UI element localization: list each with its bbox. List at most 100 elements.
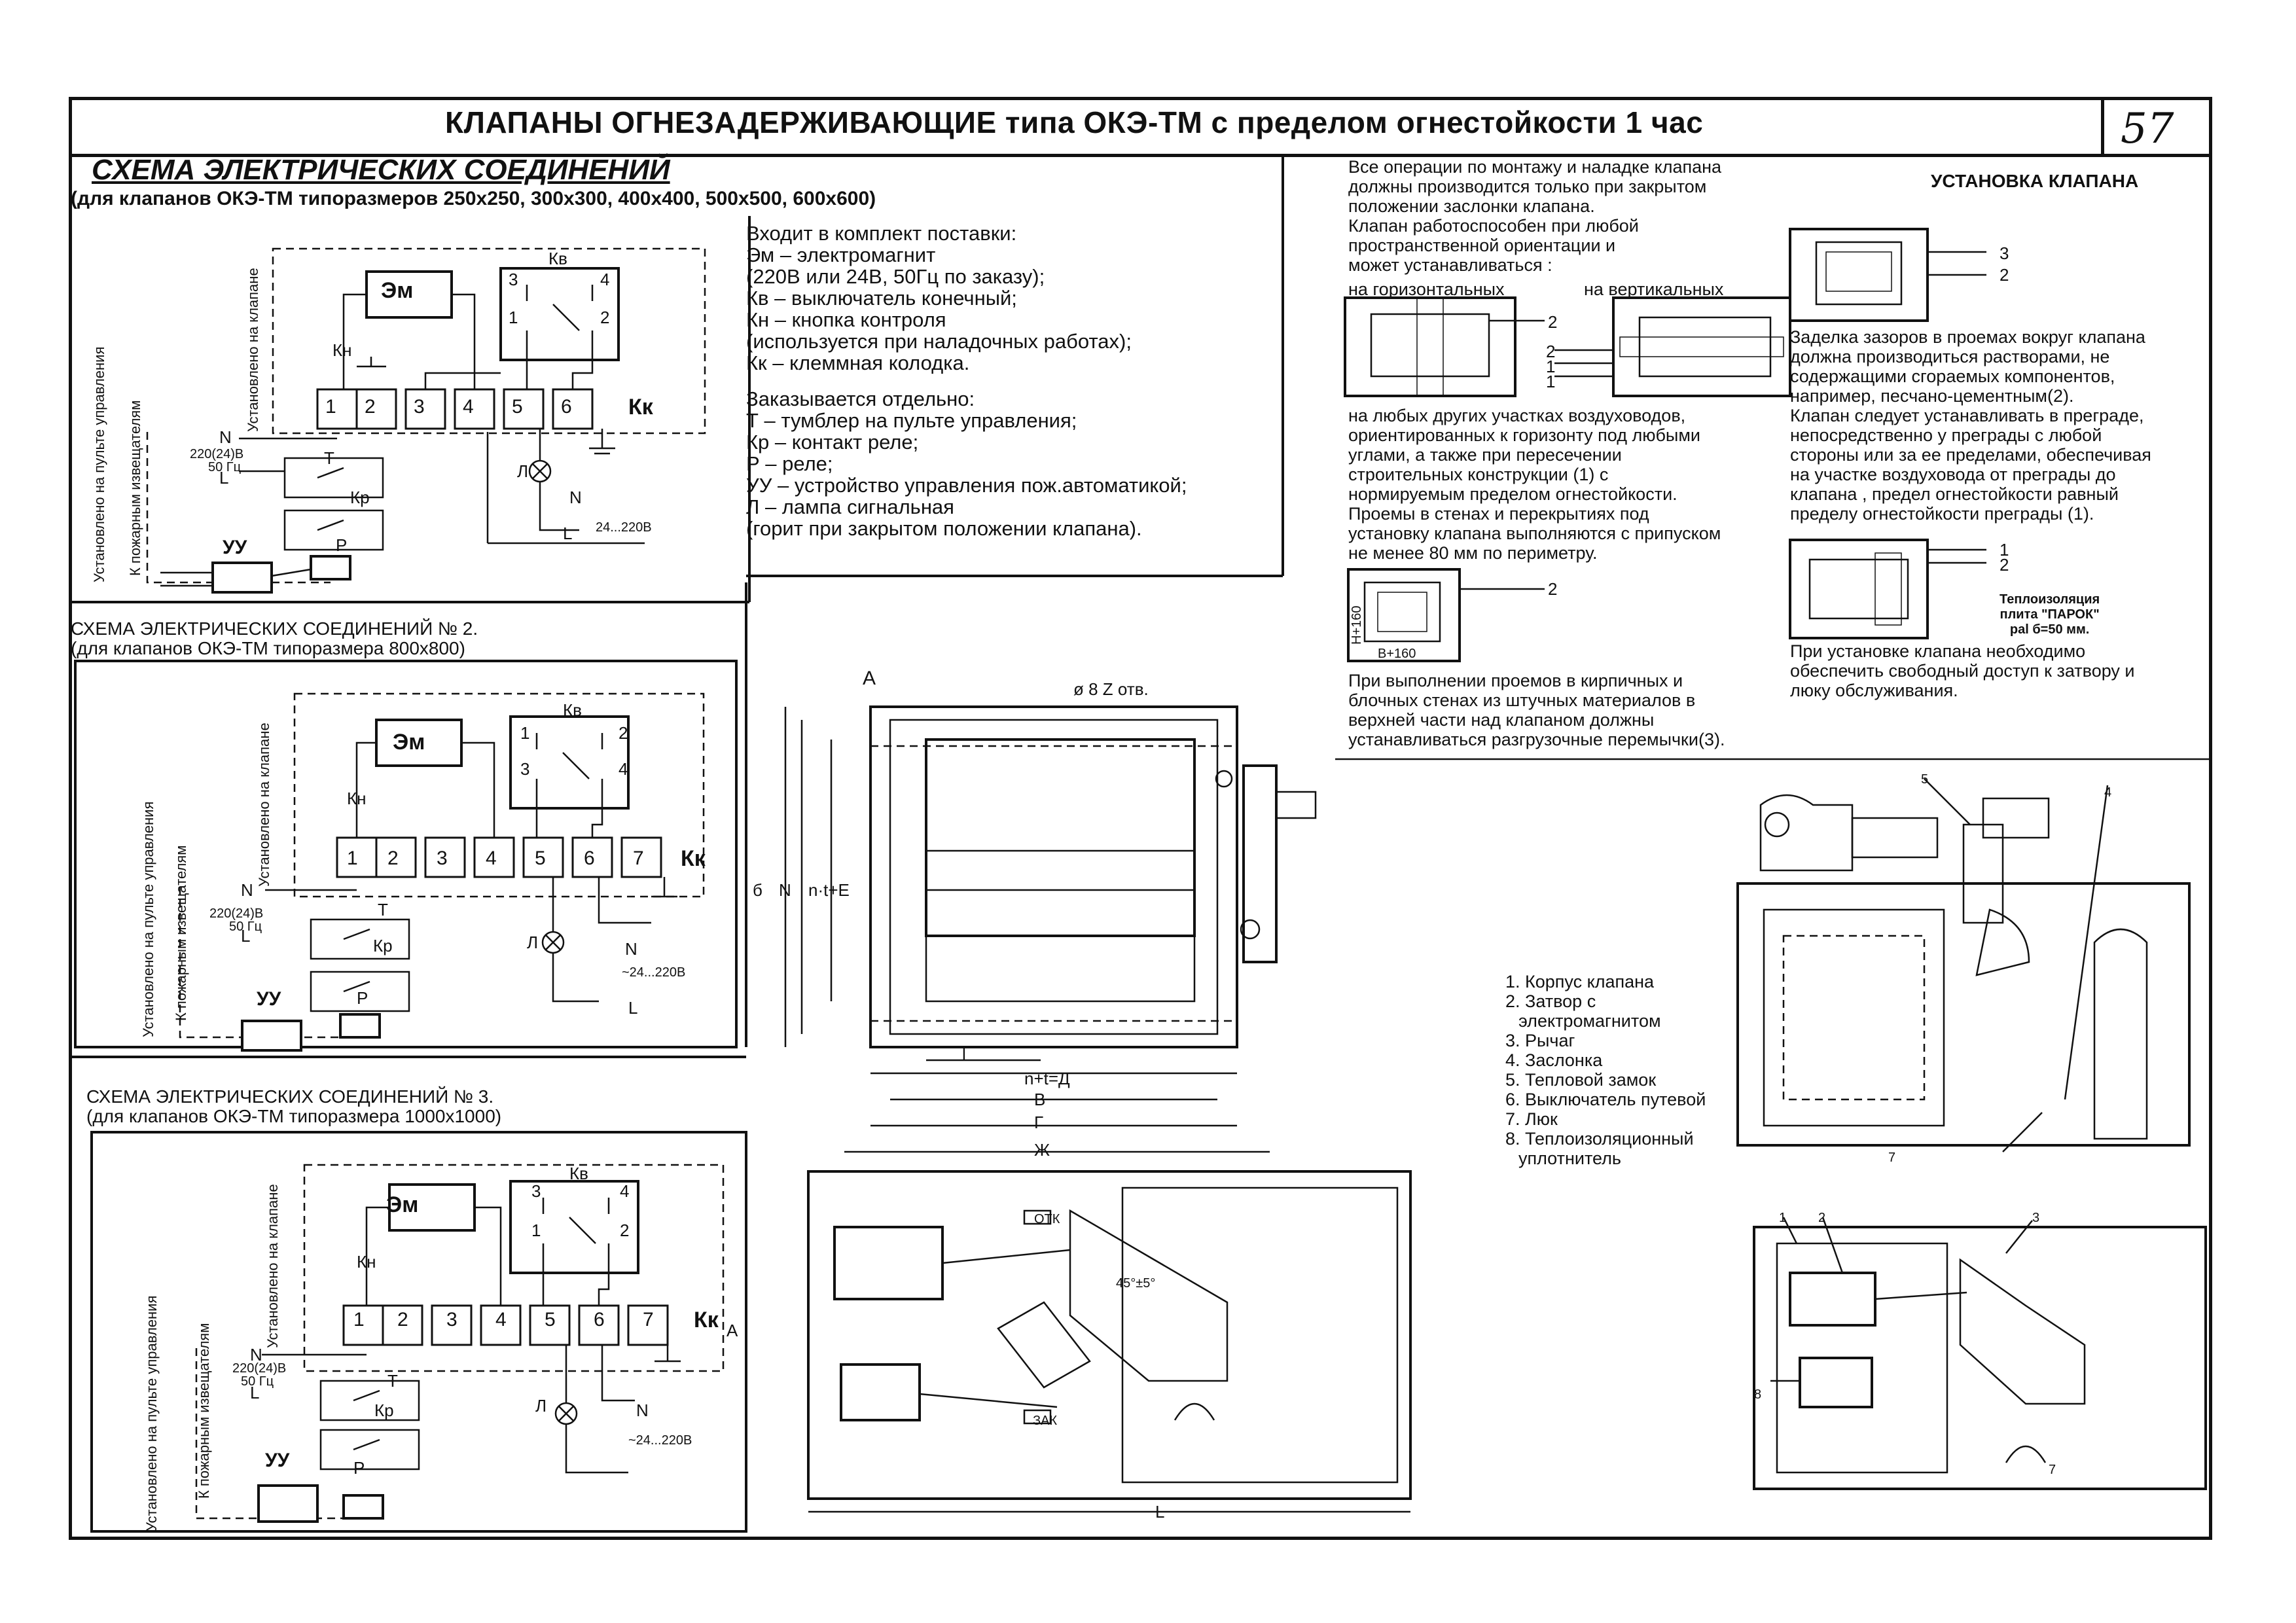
scheme2-kr-label: Кр xyxy=(373,936,393,955)
scheme2-kk-label: Кк xyxy=(681,846,706,871)
scheme3-supply: 220(24)В xyxy=(232,1361,287,1376)
scheme1-term-6: 6 xyxy=(561,396,572,418)
view-a-zak: ЗАК xyxy=(1033,1414,1058,1428)
scheme2-supply: 220(24)В xyxy=(209,906,264,921)
scheme1-title: СХЕМА ЭЛЕКТРИЧЕСКИХ СОЕДИНЕНИЙ xyxy=(92,154,670,186)
scheme1-freq: 50 Гц xyxy=(208,460,242,474)
legend-line: Кв – выключатель конечный; xyxy=(746,287,1017,310)
dim-v: В xyxy=(1034,1090,1046,1109)
scheme1-t-switch xyxy=(283,457,384,499)
scheme1-em-box xyxy=(365,270,453,319)
scheme1-lamp-l: L xyxy=(563,524,573,543)
scheme3-kv-c3: 3 xyxy=(531,1181,541,1201)
scheme1-diagram xyxy=(69,216,751,603)
install-line: ориентированных к горизонту под любыми xyxy=(1348,425,1700,445)
scheme2-term-6: 6 xyxy=(584,847,595,869)
scheme1-kv-box xyxy=(499,267,620,361)
install2-callout-2: 2 xyxy=(2000,555,2009,575)
scheme2-kv-label: Кв xyxy=(563,700,582,720)
scheme2-r-label: Р xyxy=(357,988,368,1008)
scheme2-diagram xyxy=(74,660,738,1052)
install-orientation-sketches xyxy=(1344,296,1791,397)
insulation-note: Теплоизоляция плита "ПАРОК" раl б=50 мм. xyxy=(2000,592,2100,637)
scheme2-kv-c4: 4 xyxy=(619,759,628,779)
page-title: КЛАПАНЫ ОГНЕЗАДЕРЖИВАЮЩИЕ типа ОКЭ-ТМ с … xyxy=(445,105,1704,139)
scheme3-view-a: А xyxy=(726,1321,738,1340)
install-line: Все операции по монтажу и наладке клапан… xyxy=(1348,157,1722,177)
install1-callout-2: 2 xyxy=(2000,265,2009,285)
scheme2-freq: 50 Гц xyxy=(229,919,262,934)
scheme3-l: L xyxy=(250,1383,260,1402)
scheme1-kv-c2: 2 xyxy=(600,308,610,327)
opening-dim-b160: В+160 xyxy=(1378,647,1416,661)
sheet-frame xyxy=(69,97,2212,1540)
scheme1-lamp-n: N xyxy=(569,488,582,507)
scheme3-term-3: 3 xyxy=(446,1309,457,1330)
legend-line: (горит при закрытом положении клапана). xyxy=(746,517,1142,540)
scheme2-lamp-supply: ~24...220В xyxy=(622,965,686,980)
side-callout-4: 4 xyxy=(2104,785,2112,800)
scheme3-vlabel-valve: Установлено на клапане xyxy=(264,1184,281,1348)
side-callout-7: 7 xyxy=(1888,1150,1896,1165)
legend-line: Л – лампа сигнальная xyxy=(746,495,954,518)
scheme2-terminal-block xyxy=(336,836,662,878)
scheme3-vlabel-detectors: К пожарным извещателям xyxy=(196,1323,212,1499)
scheme2-term-5: 5 xyxy=(535,847,546,869)
dim-zh: Ж xyxy=(1034,1140,1050,1160)
install-line: Проемы в стенах и перекрытиях под xyxy=(1348,504,1649,524)
scheme3-kv-c4: 4 xyxy=(620,1181,630,1201)
scheme2-em-label: Эм xyxy=(393,730,425,755)
scheme3-term-5: 5 xyxy=(545,1309,556,1330)
scheme1-n: N xyxy=(219,427,232,447)
front-view-holes: ø 8 Z отв. xyxy=(1073,679,1149,699)
install-line: Клапан работоспособен при любой xyxy=(1348,216,1639,236)
parts-item: уплотнитель xyxy=(1518,1149,1621,1168)
install-para3: При выполнении проемов в кирпичных и бло… xyxy=(1348,671,1767,749)
view-a-dim-l: L xyxy=(1155,1502,1165,1522)
scheme3-term-2: 2 xyxy=(397,1309,408,1330)
dim-b: б xyxy=(753,880,762,900)
scheme3-kv-c1: 1 xyxy=(531,1221,541,1240)
install-line: установку клапана выполняются с припуско… xyxy=(1348,524,1721,543)
scheme2-lamp-l: L xyxy=(628,998,638,1018)
scheme1-kv-c4: 4 xyxy=(600,270,610,289)
valve-install-line: стороны или за ее пределами, обеспечивая xyxy=(1790,445,2151,465)
dim-g: Г xyxy=(1034,1113,1044,1132)
insulation-line: раl б=50 мм. xyxy=(2009,622,2090,637)
install-line: не менее 80 мм по периметру. xyxy=(1348,543,1598,563)
sketch-v-callout-1b: 1 xyxy=(1546,372,1556,391)
opening-dim-n160: Н+160 xyxy=(1350,605,1364,645)
valve-install-line: люку обслуживания. xyxy=(1790,681,1958,700)
plan-callout-3: 3 xyxy=(2032,1211,2040,1225)
valve-install-line: Заделка зазоров в проемах вокруг клапана xyxy=(1790,327,2145,347)
install-line: верхней части над клапаном должны xyxy=(1348,710,1655,730)
legend-line: Заказывается отдельно: xyxy=(746,387,975,410)
scheme3-em-label: Эм xyxy=(386,1192,419,1217)
scheme2-lamp-label: Л xyxy=(527,933,539,952)
legend-line: Входит в комплект поставки: xyxy=(746,222,1017,245)
scheme3-title: СХЕМА ЭЛЕКТРИЧЕСКИХ СОЕДИНЕНИЙ № 3. xyxy=(86,1086,494,1107)
parts-item: 8. Теплоизоляционный xyxy=(1505,1129,1694,1149)
legend-line: Кр – контакт реле; xyxy=(746,431,919,454)
parts-item: 7. Люк xyxy=(1505,1109,1558,1129)
front-view-a-label: А xyxy=(863,668,876,689)
scheme1-term-5: 5 xyxy=(512,396,523,418)
scheme3-kk-label: Кк xyxy=(694,1308,719,1332)
scheme1-uu-label: УУ xyxy=(223,537,247,558)
scheme1-r-label: Р xyxy=(336,535,348,555)
scheme3-uu-label: УУ xyxy=(265,1450,290,1471)
sketch-v-callout-2: 2 xyxy=(1546,342,1556,361)
legend-line: (220В или 24В, 50Гц по заказу); xyxy=(746,265,1045,288)
legend-line: Эм – электромагнит xyxy=(746,243,936,266)
scheme1-valve-boundary xyxy=(272,247,706,435)
scheme1-l: L xyxy=(219,468,229,488)
valve-view-a xyxy=(807,1170,1412,1513)
scheme2-n: N xyxy=(241,880,253,900)
install-vertical-label: на вертикальных xyxy=(1584,279,1724,299)
plan-callout-2: 2 xyxy=(1818,1211,1826,1225)
scheme1-term-2: 2 xyxy=(365,396,376,418)
parts-item: 1. Корпус клапана xyxy=(1505,972,1655,991)
legend-line: Т – тумблер на пульте управления; xyxy=(746,409,1077,432)
scheme2-subtitle: (для клапанов ОКЭ-ТМ типоразмера 800х800… xyxy=(71,638,465,658)
